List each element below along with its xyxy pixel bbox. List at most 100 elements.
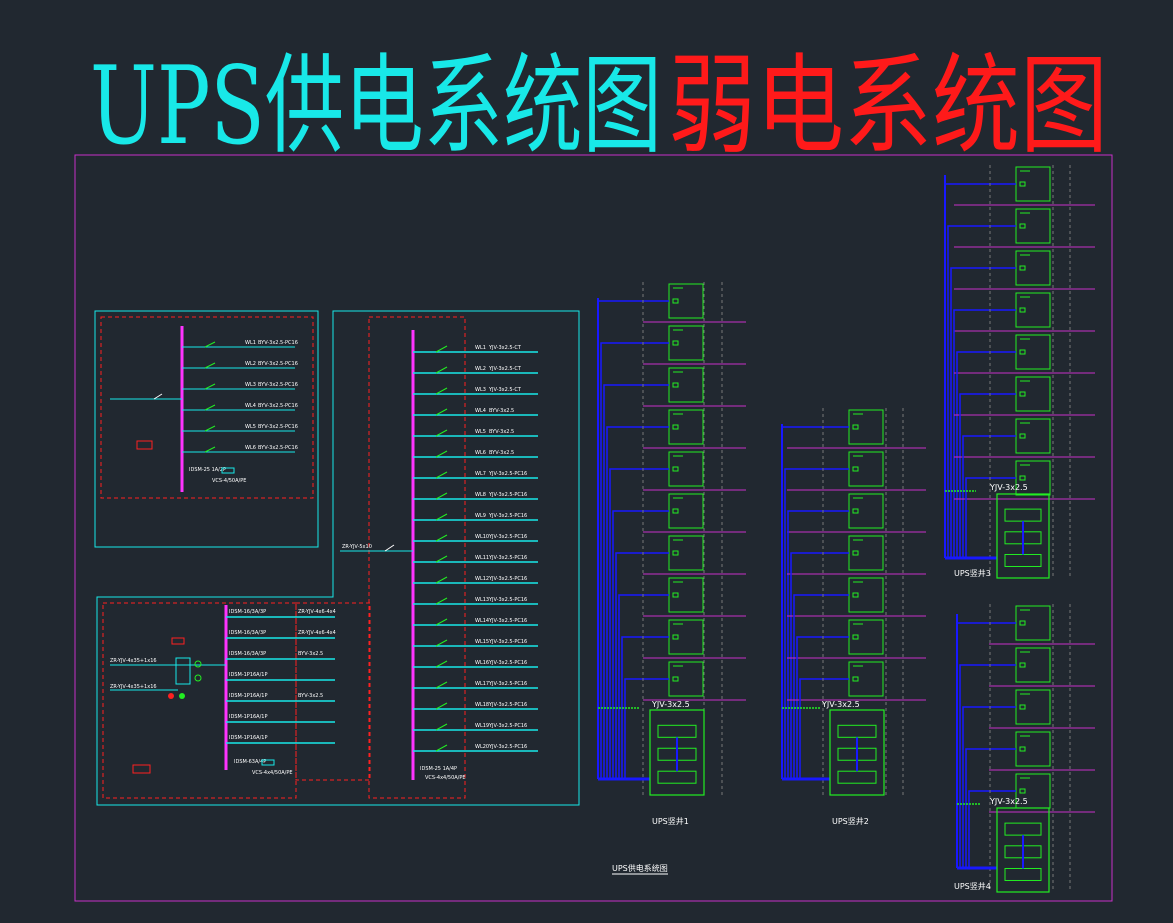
spd-symbol	[221, 467, 235, 474]
feeder-wire	[624, 678, 669, 779]
branch-id: IDSM-1P16A/1P	[229, 672, 267, 678]
floor-box-icon	[672, 298, 679, 304]
spd-label: IDSM-25 1A/4P	[420, 766, 457, 772]
spd-label: IDSM-63A/4P	[234, 759, 266, 765]
branch-breaker	[435, 576, 448, 584]
branch-cable: YJV-3x2.5-PC16	[488, 597, 527, 603]
indicator-green	[179, 693, 185, 699]
floor-box-icon	[1019, 433, 1026, 439]
floor-box-icon	[852, 424, 859, 430]
floor-box	[668, 451, 704, 487]
branch-id: IDSM-16/3A/3P	[229, 609, 266, 615]
panel-a-outline	[94, 310, 319, 548]
feeder-wire	[953, 309, 1016, 558]
branch-breaker	[435, 744, 448, 752]
feeder-wire	[612, 510, 669, 779]
panel-b-outline	[96, 310, 580, 806]
branch-id: WL2	[245, 361, 256, 367]
floor-box	[1015, 334, 1051, 370]
ct-symbol	[194, 660, 202, 668]
branch-id: IDSM-1P16A/1P	[229, 714, 267, 720]
floor-box-icon	[672, 466, 679, 472]
meter-symbol-2	[132, 764, 151, 774]
branch-cable: BYV-3x2.5-PC16	[258, 340, 298, 346]
floor-box-icon	[672, 340, 679, 346]
panel-module	[837, 770, 877, 784]
floor-box	[848, 451, 884, 487]
riser-cable-3: YJV-3x2.5	[989, 483, 1028, 492]
branch-id: WL10	[475, 534, 489, 540]
panel-module	[657, 724, 697, 738]
feeder-wire	[618, 594, 669, 779]
branch-id: WL5	[475, 429, 486, 435]
branch-cable: YJV-3x2.5-PC16	[488, 492, 527, 498]
panel-a-dashed	[100, 316, 314, 499]
floor-box	[848, 409, 884, 445]
feeder-wire	[600, 342, 669, 779]
branch-breaker	[435, 471, 448, 479]
main-breaker	[153, 393, 163, 400]
branch-breaker	[435, 345, 448, 353]
branch-cable: YJV-3x2.5-PC16	[488, 660, 527, 666]
branch-id: WL4	[475, 408, 486, 414]
floor-box-icon	[1019, 475, 1026, 481]
branch-cable: BYV-3x2.5	[489, 408, 514, 414]
branch-id: IDSM-1P16A/1P	[229, 735, 267, 741]
branch-cable: BYV-3x2.5	[489, 429, 514, 435]
branch-cable: BYV-3x2.5	[298, 693, 323, 699]
branch-breaker	[204, 446, 216, 453]
branch-breaker	[435, 639, 448, 647]
branch-cable: YJV-3x2.5-PC16	[488, 702, 527, 708]
branch-id: WL16	[475, 660, 489, 666]
floor-box	[668, 493, 704, 529]
panel-module	[1004, 867, 1042, 881]
floor-box-icon	[852, 550, 859, 556]
branch-breaker	[435, 387, 448, 395]
branch-cable: BYV-3x2.5	[489, 450, 514, 456]
floor-box	[1015, 250, 1051, 286]
branch-cable: BYV-3x2.5-PC16	[258, 361, 298, 367]
floor-box-icon	[672, 424, 679, 430]
branch-id: WL11	[475, 555, 489, 561]
floor-box-icon	[852, 508, 859, 514]
floor-box	[668, 619, 704, 655]
panel-module	[657, 770, 697, 784]
feeder-wire	[799, 678, 849, 779]
branch-cable: YJV-3x2.5-PC16	[488, 471, 527, 477]
branch-breaker	[435, 429, 448, 437]
branch-id: WL2	[475, 366, 486, 372]
incoming-cable-1: ZR-YJV-4x35+1x16	[110, 658, 157, 664]
feeder-wire	[968, 790, 1016, 868]
riser-cable-1: YJV-3x2.5	[651, 700, 690, 709]
main-breaker	[384, 544, 395, 552]
riser-label-1: UPS竖井1	[652, 816, 689, 826]
feeder-wire	[962, 435, 1016, 558]
branch-breaker	[435, 534, 448, 542]
floor-box	[1015, 689, 1051, 725]
branch-cable: BYV-3x2.5-PC16	[258, 403, 298, 409]
feeder-wire	[609, 468, 669, 779]
drawing-frame	[74, 154, 1113, 902]
branch-breaker	[435, 366, 448, 374]
indicator-red	[168, 693, 174, 699]
branch-breaker	[435, 681, 448, 689]
branch-cable: YJV-3x2.5-PC16	[488, 681, 527, 687]
branch-cable: BYV-3x2.5-PC16	[258, 424, 298, 430]
feeder-wire	[781, 426, 849, 779]
floor-box-icon	[672, 382, 679, 388]
riser-label-3: UPS竖井3	[954, 568, 991, 578]
feeder-wire	[615, 552, 669, 779]
floor-box-icon	[1019, 788, 1026, 794]
floor-box-icon	[1019, 620, 1026, 626]
feeder-wire	[959, 664, 1016, 868]
branch-id: WL12	[475, 576, 489, 582]
floor-box-icon	[1019, 181, 1026, 187]
branch-cable: BYV-3x2.5-PC16	[258, 445, 298, 451]
spd-cable: VCS-4x4/50A/PE	[425, 775, 466, 781]
floor-box	[668, 325, 704, 361]
branch-cable: YJV-3x2.5-CT	[488, 387, 522, 393]
branch-id: WL5	[245, 424, 256, 430]
floor-box-icon	[672, 550, 679, 556]
panel-module	[1004, 553, 1042, 567]
